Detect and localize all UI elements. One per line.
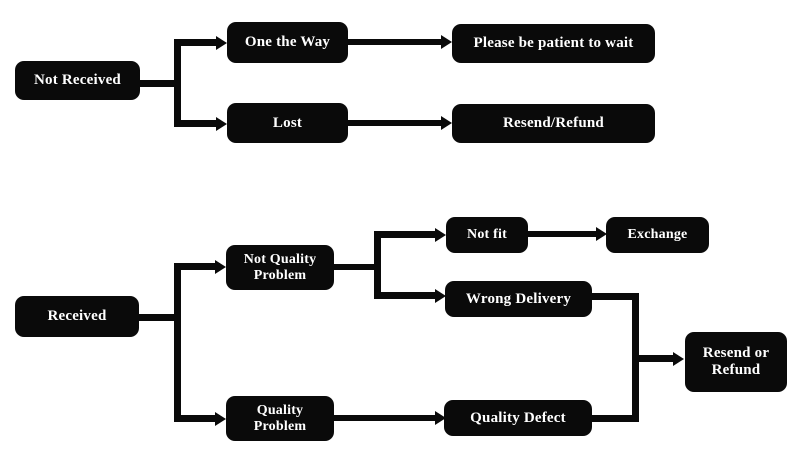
connector-quality-problem-to-quality-defect	[334, 415, 440, 421]
connector-split-to-quality-problem	[174, 415, 220, 422]
connector-split-bar-bottom	[174, 263, 181, 422]
connector-not-received-to-split	[140, 80, 179, 87]
arrowhead-resend-or-refund	[673, 351, 684, 366]
node-one-the-way[interactable]: One the Way	[227, 22, 348, 63]
node-please-be-patient-to-wait[interactable]: Please be patient to wait	[452, 24, 655, 63]
node-resend-refund-label: Resend/Refund	[503, 115, 604, 132]
node-not-quality-problem-label: Not Quality Problem	[243, 251, 317, 283]
node-lost-label: Lost	[272, 114, 303, 131]
connector-one-the-way-to-please-wait	[348, 39, 446, 45]
node-not-quality-problem[interactable]: Not Quality Problem	[226, 245, 334, 290]
connector-split2-to-not-fit	[374, 231, 440, 238]
node-please-be-patient-to-wait-label: Please be patient to wait	[473, 35, 634, 52]
node-received[interactable]: Received	[15, 296, 139, 337]
node-wrong-delivery[interactable]: Wrong Delivery	[445, 281, 592, 317]
connector-split-bar-second	[374, 231, 381, 299]
connector-split-bar-top	[174, 39, 181, 127]
node-exchange[interactable]: Exchange	[606, 217, 709, 253]
connector-merge-to-resend-or-refund	[632, 355, 678, 362]
connector-not-quality-problem-to-split2	[334, 264, 380, 270]
node-not-fit[interactable]: Not fit	[446, 217, 528, 253]
node-received-label: Received	[47, 308, 107, 325]
arrowhead-resend-refund	[441, 116, 452, 130]
node-resend-or-refund[interactable]: Resend or Refund	[685, 332, 787, 392]
node-resend-or-refund-label: Resend or Refund	[702, 345, 770, 378]
connector-received-to-split	[139, 314, 179, 321]
arrowhead-quality-problem	[215, 411, 226, 426]
node-quality-problem-label: Quality Problem	[253, 402, 307, 434]
connector-lost-to-resend-refund	[348, 120, 446, 126]
node-quality-defect[interactable]: Quality Defect	[444, 400, 592, 436]
arrowhead-please-wait	[441, 35, 452, 49]
node-lost[interactable]: Lost	[227, 103, 348, 143]
arrowhead-one-the-way	[216, 35, 227, 50]
node-wrong-delivery-label: Wrong Delivery	[465, 290, 572, 307]
node-not-fit-label: Not fit	[467, 227, 507, 243]
node-exchange-label: Exchange	[627, 227, 688, 243]
connector-split-to-not-quality-problem	[174, 263, 220, 270]
arrowhead-not-fit	[435, 227, 446, 242]
node-resend-refund[interactable]: Resend/Refund	[452, 104, 655, 143]
arrowhead-not-quality-problem	[215, 259, 226, 274]
connector-not-fit-to-exchange	[528, 231, 601, 237]
connector-split2-to-wrong-delivery	[374, 292, 440, 299]
arrowhead-lost	[216, 116, 227, 131]
node-not-received[interactable]: Not Received	[15, 61, 140, 100]
node-quality-problem[interactable]: Quality Problem	[226, 396, 334, 441]
connector-quality-defect-to-merge	[592, 415, 639, 422]
arrowhead-quality-defect	[435, 411, 446, 425]
node-not-received-label: Not Received	[34, 72, 121, 89]
node-one-the-way-label: One the Way	[244, 34, 331, 51]
arrowhead-exchange	[596, 227, 607, 241]
node-quality-defect-label: Quality Defect	[470, 409, 566, 426]
connector-split-to-lost	[174, 120, 221, 127]
connector-wrong-delivery-to-merge	[592, 293, 639, 300]
arrowhead-wrong-delivery	[435, 288, 446, 303]
connector-split-to-one-the-way	[174, 39, 221, 46]
